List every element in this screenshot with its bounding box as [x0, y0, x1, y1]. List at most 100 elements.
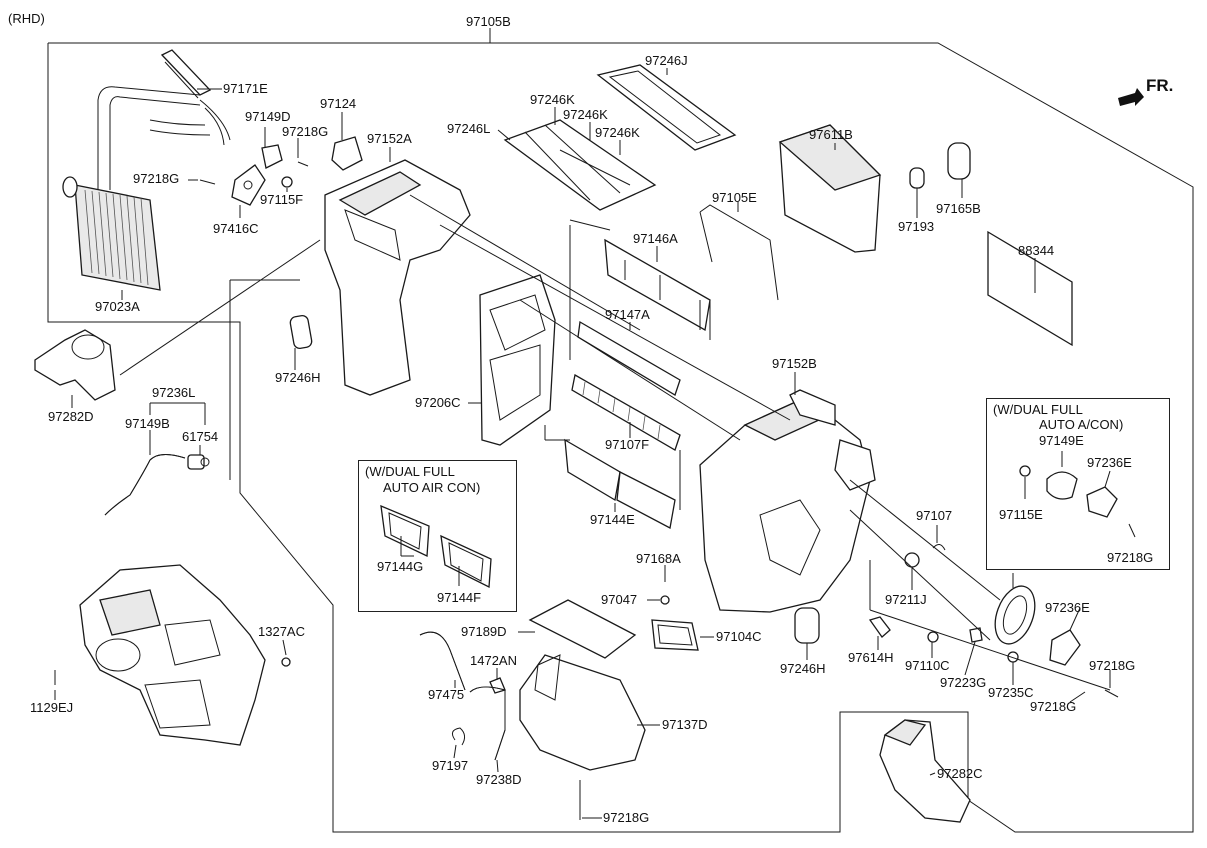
seal-97193-drawing: [909, 167, 925, 189]
door-97147a-drawing: [577, 320, 681, 396]
actuator-97416c-drawing: [231, 164, 266, 206]
part-label-97146a: 97146A: [633, 231, 678, 246]
part-label-inset-97236e: 97236E: [1087, 455, 1132, 470]
door-97107f-drawing: [571, 373, 681, 451]
screw-drawing: [199, 179, 216, 185]
part-label-97218g-a: 97218G: [133, 171, 180, 186]
part-label-97168a: 97168A: [636, 551, 681, 566]
part-label-97218g-bottom: 97218G: [603, 810, 650, 825]
assembly-frame: [47, 42, 1194, 833]
part-label-97246k-1: 97246K: [530, 92, 575, 107]
label-88344-drawing: [987, 230, 1073, 347]
part-label-97246k-3: 97246K: [595, 125, 640, 140]
inset2-title-line1: (W/DUAL FULL: [993, 402, 1083, 417]
part-label-97124: 97124: [320, 96, 357, 111]
clip-97115f-drawing: [281, 176, 293, 188]
inset-title-line2: AUTO AIR CON): [383, 480, 481, 495]
part-label-97165b: 97165B: [936, 201, 981, 216]
front-arrow-icon: [1118, 88, 1144, 106]
inset2-title-line2: AUTO A/CON): [1039, 417, 1124, 432]
part-label-97246h-lower: 97246H: [780, 661, 826, 676]
part-label-1327ac: 1327AC: [258, 624, 305, 639]
actuator-97124-drawing: [331, 136, 363, 171]
part-label-1129ej: 1129EJ: [30, 700, 74, 715]
part-label-97144g: 97144G: [377, 559, 424, 574]
seal-97165b-drawing: [947, 142, 971, 180]
part-label-97246h-upper: 97246H: [275, 370, 321, 385]
inset-title-line1: (W/DUAL FULL: [365, 464, 455, 479]
part-label-97104c: 97104C: [716, 629, 762, 644]
part-label-97246l: 97246L: [447, 121, 491, 136]
part-label-97144e: 97144E: [590, 512, 635, 527]
clip-97211j-drawing: [904, 552, 920, 568]
duct-97282c-drawing: [879, 719, 971, 823]
grommet-1472an-drawing: [489, 677, 506, 694]
hose-97238d-core: [469, 686, 506, 761]
part-label-97282c: 97282C: [937, 766, 983, 781]
case-97152b-drawing: [699, 389, 876, 613]
part-label-97110c: 97110C: [905, 658, 950, 673]
part-label-inset-97149e: 97149E: [1039, 433, 1084, 448]
actuator-97236e-drawing: [1049, 629, 1081, 666]
part-label-inset-97115e: 97115E: [999, 507, 1043, 522]
part-label-97218g-b: 97218G: [282, 124, 329, 139]
part-label-97206c: 97206C: [415, 395, 461, 410]
part-label-1472an: 1472AN: [470, 653, 517, 668]
part-label-97218g-r2: 97218G: [1030, 699, 1077, 714]
hose-97238d-drawing: [469, 686, 506, 761]
part-label-97152a: 97152A: [367, 131, 412, 146]
hose-97149b-drawing: [104, 454, 186, 516]
part-label-97105e: 97105E: [712, 190, 757, 205]
inset2-parts-drawing: [1019, 451, 1136, 538]
link-97149d-drawing: [261, 144, 283, 169]
part-label-97137d: 97137D: [662, 717, 708, 732]
case-97206c-drawing: [479, 274, 556, 446]
part-label-97475: 97475: [428, 687, 465, 702]
part-label-97107: 97107: [916, 508, 953, 523]
front-direction-label: FR.: [1146, 76, 1174, 95]
grommet-97197-drawing: [451, 727, 466, 746]
seal-97105e-drawing: [699, 204, 779, 301]
part-label-97149b: 97149B: [125, 416, 170, 431]
part-label-97105b: 97105B: [466, 14, 511, 29]
clip-97110c-drawing: [927, 631, 939, 643]
part-label-97236l: 97236L: [152, 385, 196, 400]
part-label-97189d: 97189D: [461, 624, 507, 639]
sensor-97614h-drawing: [868, 616, 891, 638]
part-label-97614h: 97614H: [848, 650, 894, 665]
seal-97246h-drawing: [289, 314, 313, 350]
part-label-97144f: 97144F: [437, 590, 482, 605]
door-97144e-drawing: [564, 438, 676, 529]
variant-label: (RHD): [8, 11, 45, 26]
part-label-97223g: 97223G: [940, 675, 987, 690]
inset-doors-drawing: [380, 504, 492, 589]
screw-97218g-drawing: [1104, 689, 1119, 698]
part-label-61754: 61754: [182, 429, 219, 444]
filter-97246j-drawing: [596, 64, 737, 151]
part-label-88344: 88344: [1018, 243, 1055, 258]
screw-drawing-2: [297, 161, 309, 167]
hose-97475-drawing: [419, 631, 466, 691]
door-97146a-drawing: [604, 238, 711, 332]
hose-97149b-core: [104, 454, 186, 516]
motor-97043-drawing: [994, 585, 1036, 645]
heater-core-drawing: [62, 86, 211, 291]
hose-97475-core: [419, 631, 466, 691]
part-label-97218g-r1: 97218G: [1089, 658, 1136, 673]
part-label-97235c: 97235C: [988, 685, 1034, 700]
case-97152a-drawing: [324, 159, 471, 396]
part-label-97236e: 97236E: [1045, 600, 1090, 615]
hvac-assembly-drawing: [79, 564, 266, 746]
part-label-97147a: 97147A: [605, 307, 650, 322]
part-label-97149d: 97149D: [245, 109, 291, 124]
inset-dual-full-a-con: (W/DUAL FULL AUTO A/CON) 97149E 97236E 9…: [986, 398, 1170, 570]
part-label-97171e: 97171E: [223, 81, 268, 96]
case-97137d-drawing: [519, 654, 646, 771]
leader-lines: [54, 28, 1111, 819]
part-label-inset-97218g: 97218G: [1107, 550, 1154, 565]
duct-97282d-drawing: [34, 329, 116, 401]
part-label-97238d: 97238D: [476, 772, 522, 787]
inset-dual-full-air-con: (W/DUAL FULL AUTO AIR CON) 97144G 97144F: [358, 460, 517, 612]
part-label-97047: 97047: [601, 592, 638, 607]
